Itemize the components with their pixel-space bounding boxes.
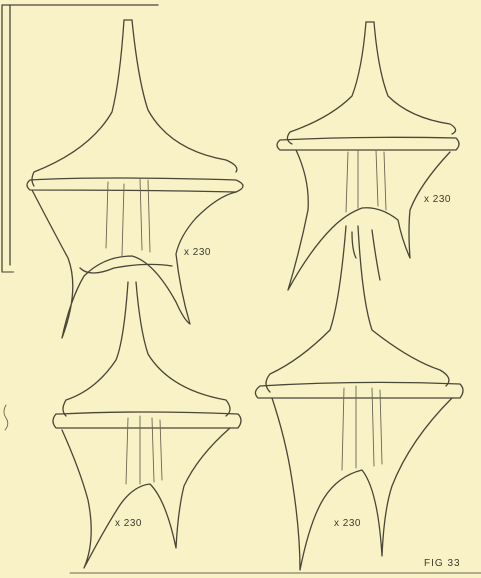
specimen-top-right (277, 22, 459, 290)
figure-caption: FIG 33 (424, 558, 461, 569)
magnification-label-bottom-left: x 230 (115, 518, 142, 529)
magnification-label-top-right: x 230 (424, 194, 451, 205)
edge-mark (4, 405, 8, 430)
specimen-bottom-left (53, 282, 241, 568)
specimen-top-left (27, 20, 243, 338)
magnification-label-bottom-right: x 230 (334, 518, 361, 529)
magnification-label-top-left: x 230 (184, 247, 211, 258)
